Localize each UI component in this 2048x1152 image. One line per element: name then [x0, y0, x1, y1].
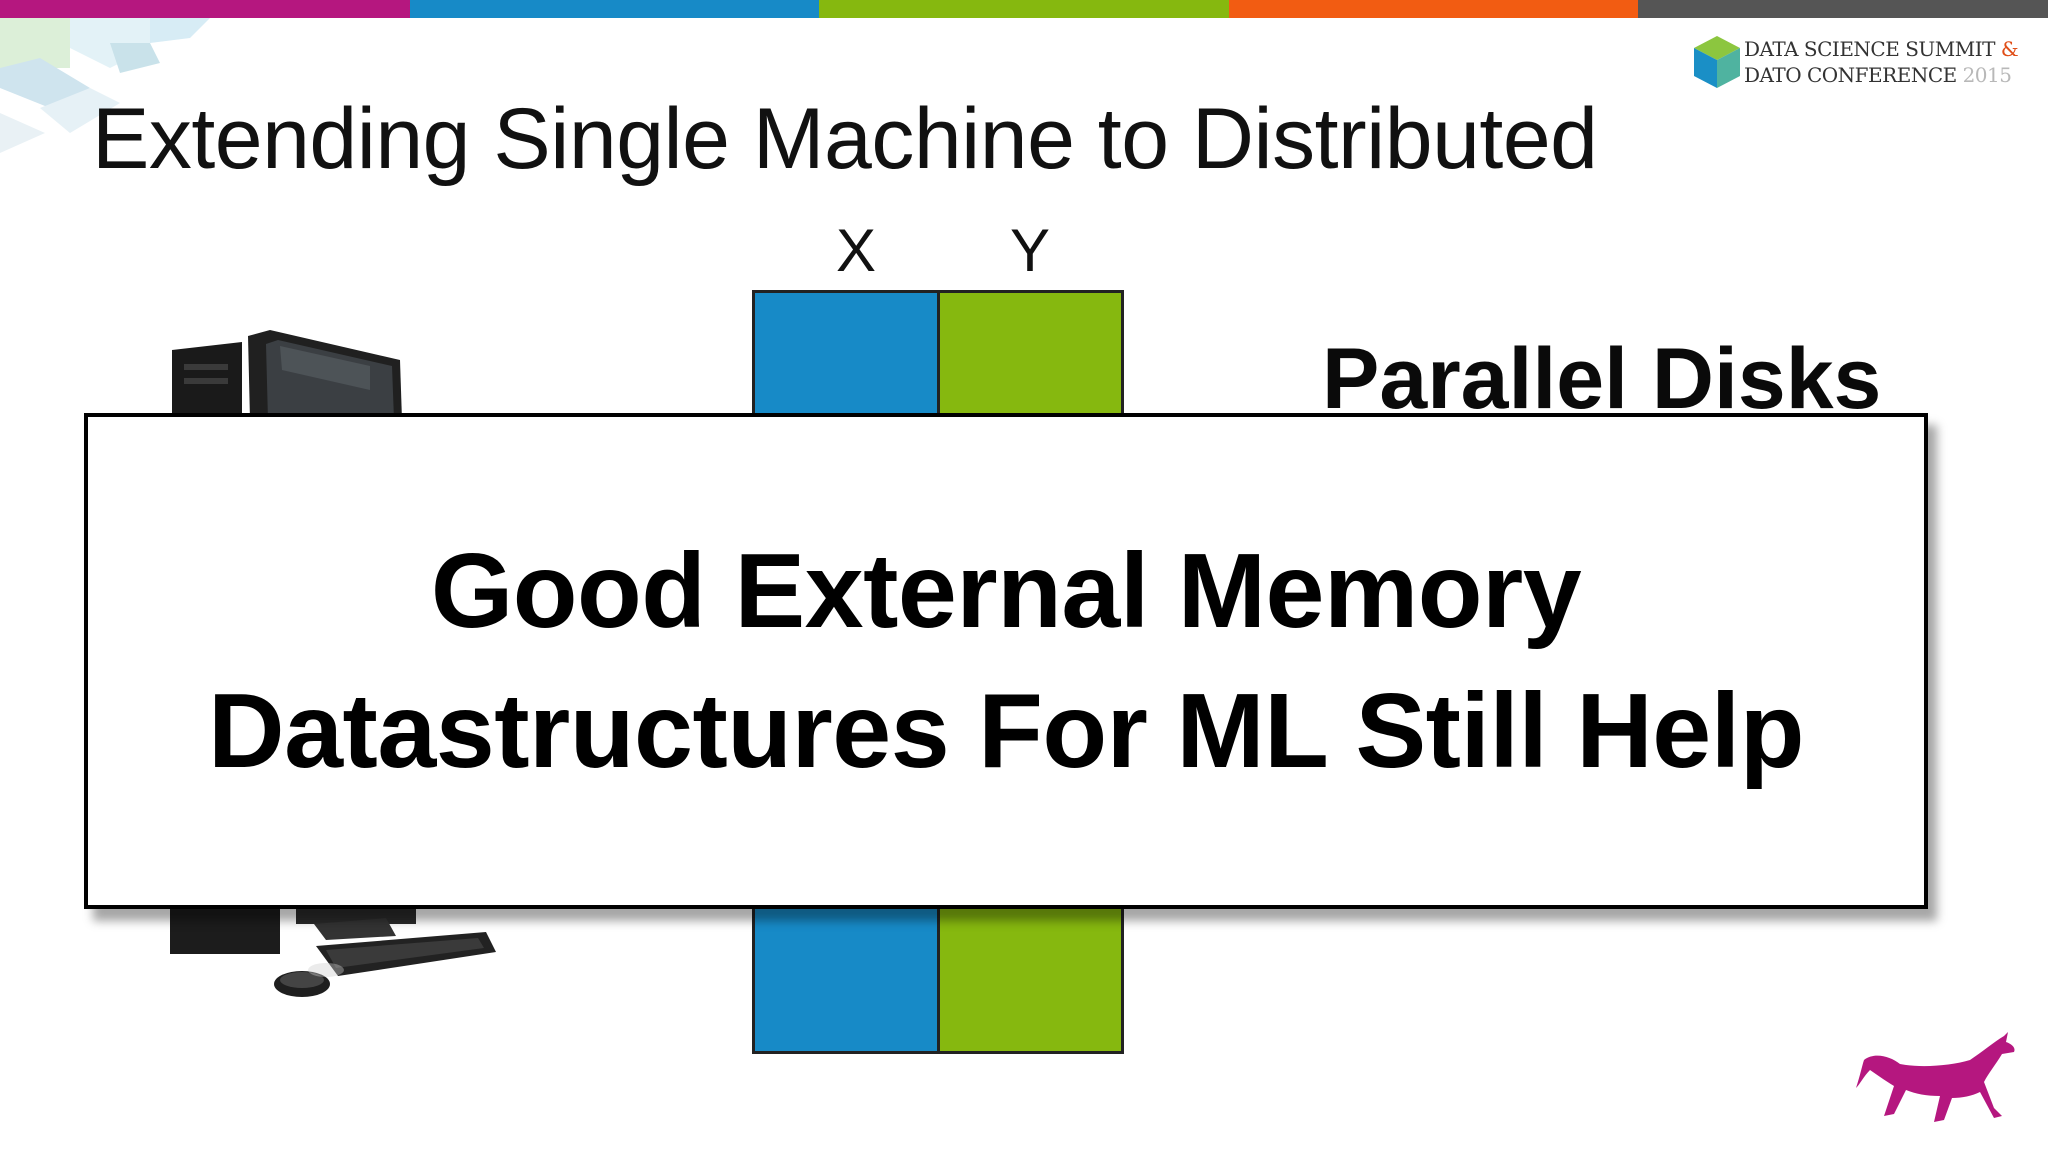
stripe-gray: [1638, 0, 2048, 18]
x-column-top-cell: [752, 290, 940, 416]
stripe-blue: [409, 0, 820, 18]
y-column-bottom-cell: [937, 906, 1124, 1054]
desktop-computer-icon: [172, 330, 402, 420]
slide-title: Extending Single Machine to Distributed: [92, 91, 1598, 187]
callout-line-1: Good External Memory: [430, 532, 1582, 650]
callout-box: Good External Memory Datastructures For …: [84, 413, 1928, 909]
stripe-green: [819, 0, 1229, 18]
stripe-orange: [1228, 0, 1639, 18]
y-column-top-cell: [937, 290, 1124, 416]
callout-line-2: Datastructures For ML Still Help: [208, 672, 1804, 790]
cube-logo-icon: [1694, 36, 1740, 88]
logo-line-1: DATA SCIENCE SUMMIT: [1744, 37, 1995, 61]
column-label-x: X: [836, 217, 877, 284]
logo-year: 2015: [1962, 63, 2012, 87]
corner-cubes-decoration: [0, 18, 210, 153]
keyboard-mouse-icon: [170, 906, 496, 997]
parallel-disks-label: Parallel Disks: [1322, 331, 1882, 427]
column-label-y: Y: [1010, 217, 1051, 284]
dato-dog-mascot-icon: [1856, 1032, 2015, 1122]
stripe-magenta: [0, 0, 410, 18]
x-column-bottom-cell: [752, 906, 940, 1054]
conference-logo: DATA SCIENCE SUMMIT & DATO CONFERENCE 20…: [1692, 34, 2022, 90]
logo-ampersand: &: [2000, 37, 2019, 61]
top-color-bar: [0, 0, 2048, 18]
logo-line-2: DATO CONFERENCE: [1744, 63, 1957, 87]
